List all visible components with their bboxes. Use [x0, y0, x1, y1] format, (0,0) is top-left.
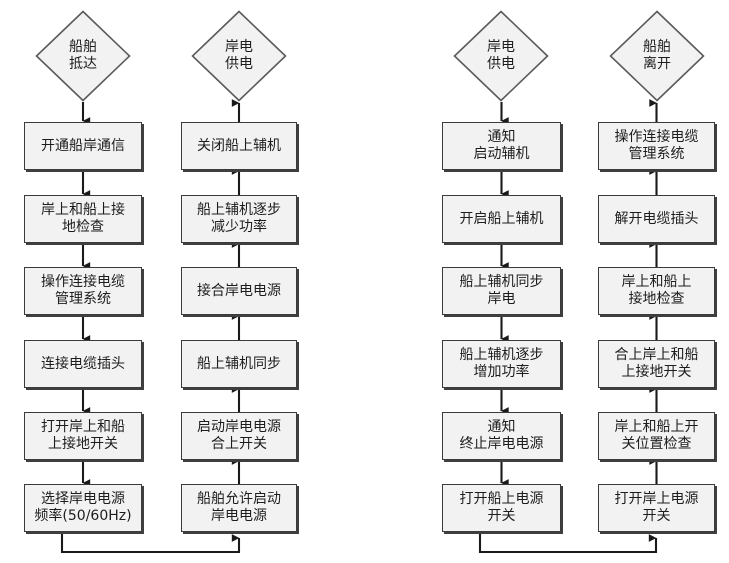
process-box-col4-1[interactable]: 操作连接电缆 管理系统 [598, 122, 715, 170]
process-box-label: 打开岸上电源 开关 [614, 491, 699, 524]
terminal-diamond-col2[interactable]: 岸电 供电 [191, 10, 287, 102]
process-box-col2-1[interactable]: 关闭船上辅机 [181, 122, 297, 170]
process-box-label: 接合岸电电源 [197, 282, 281, 299]
diamond-shape [453, 10, 549, 102]
diamond-shape [35, 10, 131, 102]
diamond-shape [191, 10, 287, 102]
process-box-label: 通知 终止岸电电源 [459, 419, 544, 452]
process-box-label: 岸上和船上 接地检查 [621, 274, 692, 307]
process-box-col2-6[interactable]: 船舶允许启动 岸电电源 [181, 484, 297, 532]
process-box-col1-3[interactable]: 操作连接电缆 管理系统 [24, 267, 142, 315]
process-box-label: 操作连接电缆 管理系统 [614, 129, 699, 162]
process-box-col1-5[interactable]: 打开岸上和船 上接地开关 [24, 412, 142, 460]
process-box-col3-2[interactable]: 开启船上辅机 [442, 195, 561, 243]
process-box-label: 通知 启动辅机 [473, 129, 530, 162]
process-box-col1-6[interactable]: 选择岸电电源 频率(50/60Hz) [24, 484, 142, 532]
process-box-col3-3[interactable]: 船上辅机同步 岸电 [442, 267, 561, 315]
terminal-diamond-col4[interactable]: 船舶 离开 [609, 10, 705, 102]
process-box-label: 岸上和船上开 关位置检查 [614, 419, 699, 452]
process-box-col4-4[interactable]: 合上岸上和船 上接地开关 [598, 340, 715, 388]
process-box-label: 船舶允许启动 岸电电源 [197, 491, 281, 524]
process-box-col3-6[interactable]: 打开船上电源 开关 [442, 484, 561, 532]
diamond-shape [609, 10, 705, 102]
process-box-col2-5[interactable]: 启动岸电电源 合上开关 [181, 412, 297, 460]
process-box-label: 船上辅机逐步 减少功率 [197, 202, 281, 235]
process-box-col1-1[interactable]: 开通船岸通信 [24, 122, 142, 170]
process-box-label: 关闭船上辅机 [197, 137, 281, 154]
process-box-label: 开通船岸通信 [41, 137, 125, 154]
process-box-label: 岸上和船上接 地检查 [41, 202, 125, 235]
process-box-label: 船上辅机同步 [197, 355, 281, 372]
terminal-label: 船舶 抵达 [69, 39, 97, 72]
process-box-col4-3[interactable]: 岸上和船上 接地检查 [598, 267, 715, 315]
process-box-label: 打开岸上和船 上接地开关 [41, 419, 125, 452]
process-box-col4-5[interactable]: 岸上和船上开 关位置检查 [598, 412, 715, 460]
process-box-col3-4[interactable]: 船上辅机逐步 增加功率 [442, 340, 561, 388]
connector-arrow [60, 532, 241, 554]
process-box-col4-2[interactable]: 解开电缆插头 [598, 195, 715, 243]
process-box-label: 合上岸上和船 上接地开关 [614, 347, 699, 380]
process-box-label: 船上辅机同步 岸电 [459, 274, 544, 307]
terminal-label: 岸电 供电 [225, 39, 253, 72]
terminal-label: 船舶 离开 [643, 39, 671, 72]
process-box-label: 启动岸电电源 合上开关 [197, 419, 281, 452]
process-box-label: 连接电缆插头 [41, 355, 125, 372]
terminal-diamond-col1[interactable]: 船舶 抵达 [35, 10, 131, 102]
process-box-col3-5[interactable]: 通知 终止岸电电源 [442, 412, 561, 460]
process-box-label: 解开电缆插头 [614, 210, 699, 227]
process-box-col1-2[interactable]: 岸上和船上接 地检查 [24, 195, 142, 243]
process-box-label: 选择岸电电源 频率(50/60Hz) [34, 491, 132, 524]
process-box-col3-1[interactable]: 通知 启动辅机 [442, 122, 561, 170]
process-box-label: 打开船上电源 开关 [459, 491, 544, 524]
process-box-label: 操作连接电缆 管理系统 [41, 274, 125, 307]
process-box-col1-4[interactable]: 连接电缆插头 [24, 340, 142, 388]
process-box-label: 船上辅机逐步 增加功率 [459, 347, 544, 380]
process-box-col4-6[interactable]: 打开岸上电源 开关 [598, 484, 715, 532]
process-box-col2-4[interactable]: 船上辅机同步 [181, 340, 297, 388]
process-box-label: 开启船上辅机 [459, 210, 544, 227]
terminal-label: 岸电 供电 [487, 39, 515, 72]
connector-arrow [478, 532, 658, 554]
process-box-col2-3[interactable]: 接合岸电电源 [181, 267, 297, 315]
terminal-diamond-col3[interactable]: 岸电 供电 [453, 10, 549, 102]
process-box-col2-2[interactable]: 船上辅机逐步 减少功率 [181, 195, 297, 243]
